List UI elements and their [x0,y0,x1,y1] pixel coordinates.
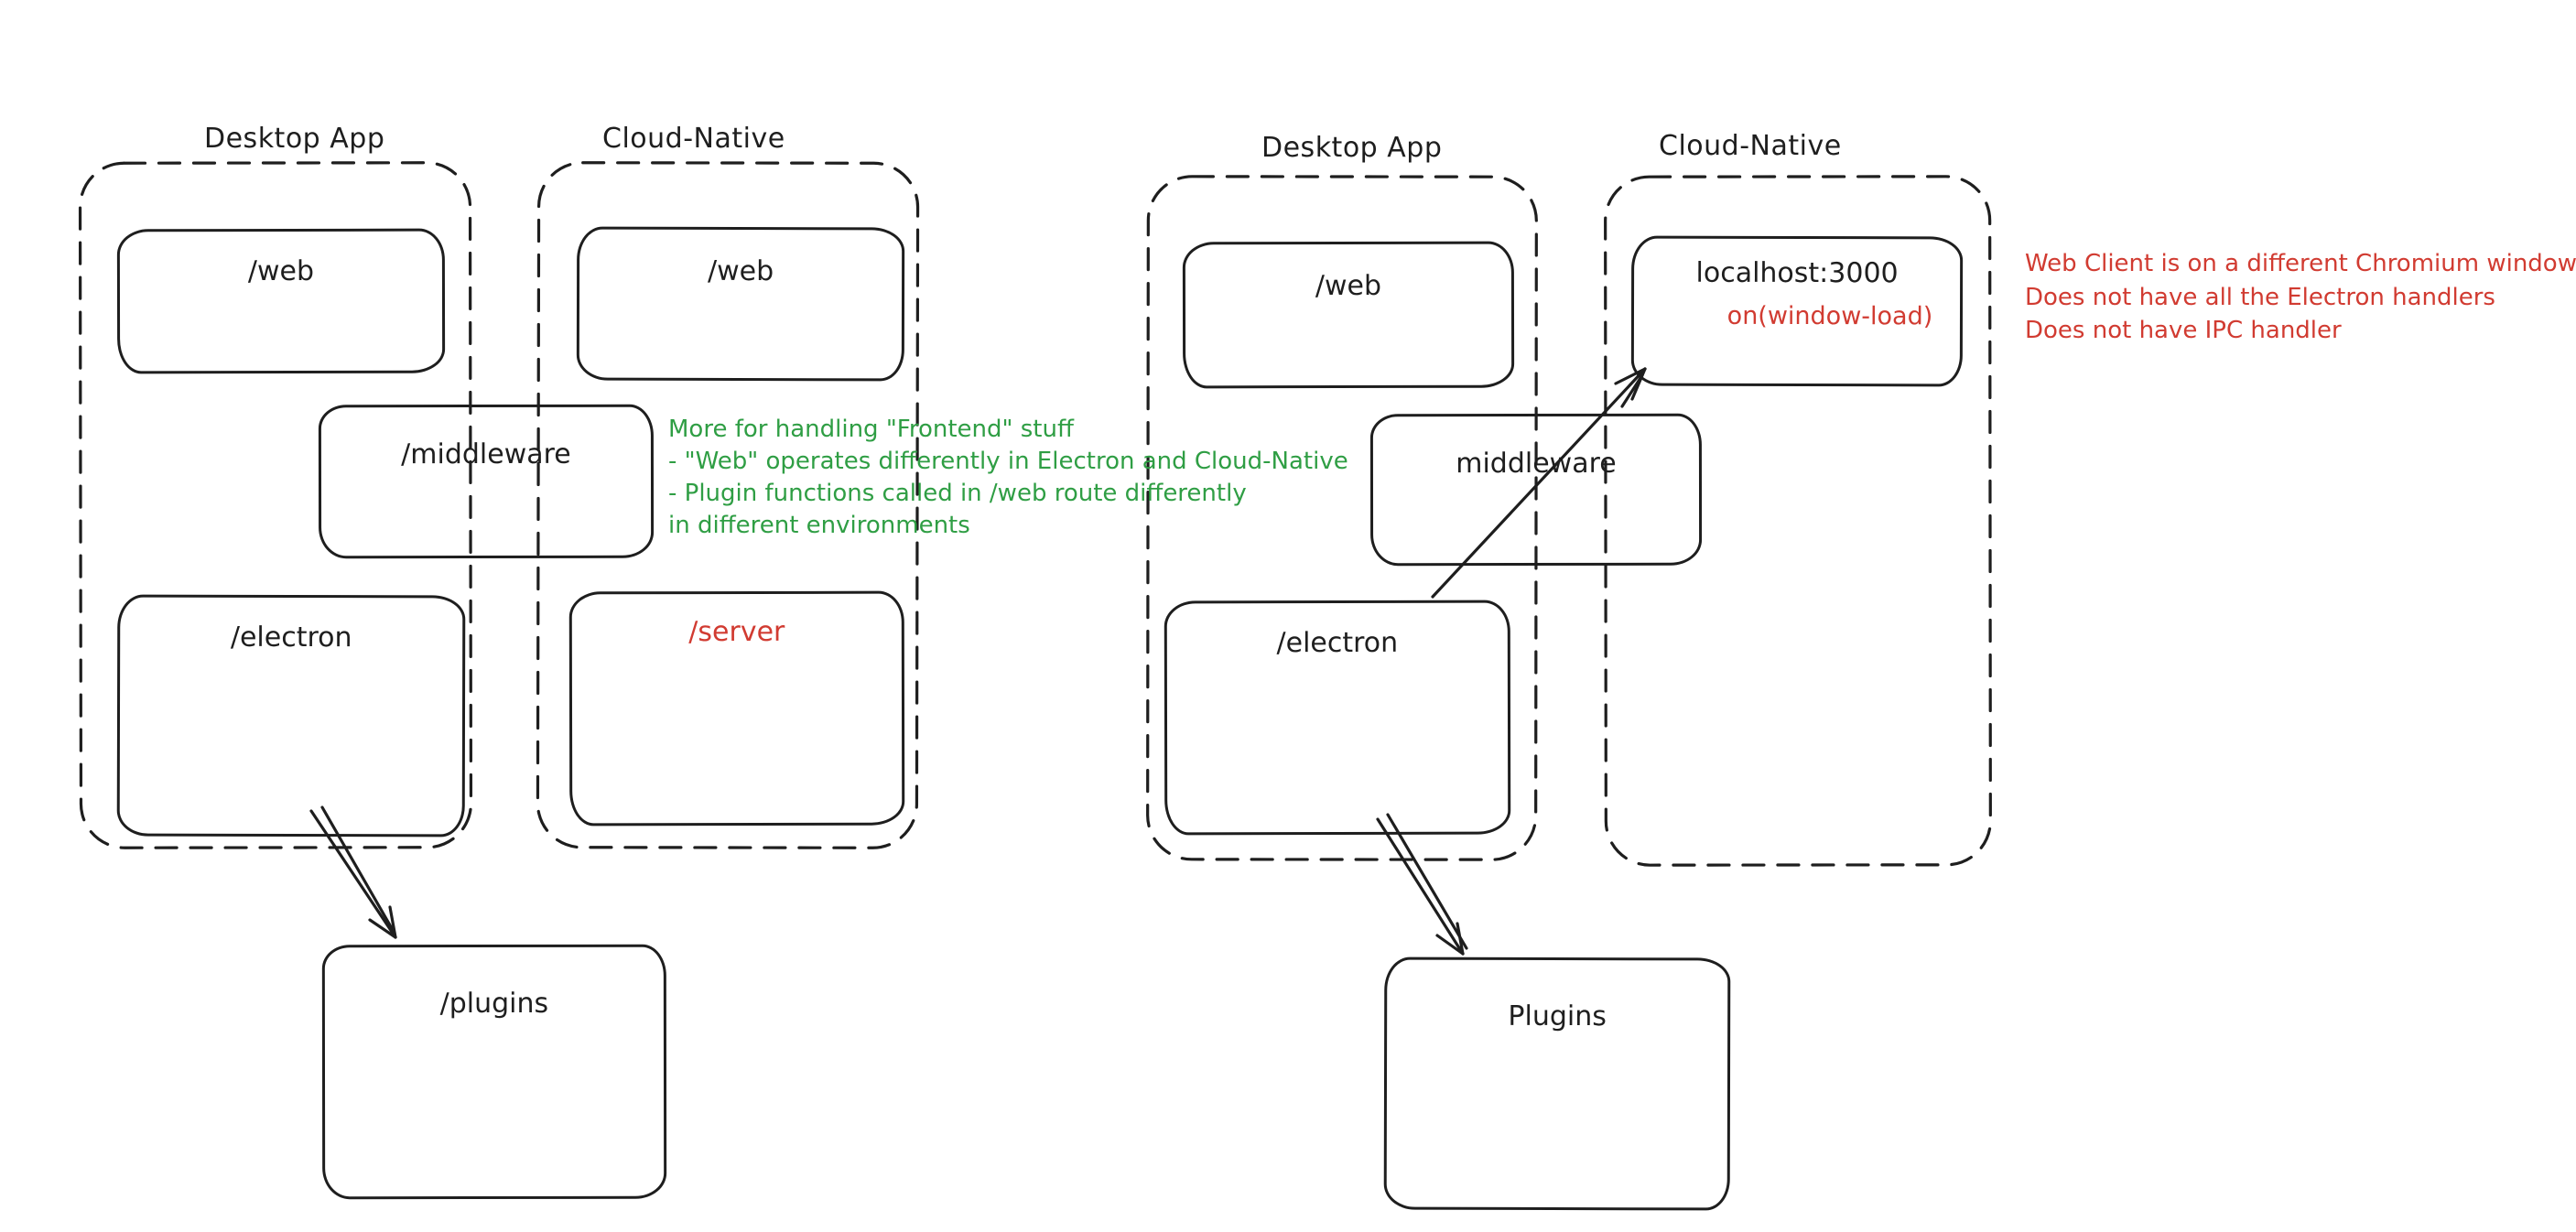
left-server-box: /server [568,590,905,827]
right-desktop-web-label: /web [1315,269,1382,303]
left-server-label: /server [688,615,785,649]
right-cloud-native-title: Cloud-Native [1659,130,1842,162]
right-plugins-label: Plugins [1508,1000,1607,1033]
right-plugins-box: Plugins [1383,956,1731,1211]
on-window-load-label: on(window-load) [1726,301,1933,331]
red-annotation: Web Client is on a different Chromium wi… [2025,247,2576,348]
left-cloud-web-label: /web [707,254,774,288]
right-middleware-label: middleware [1456,447,1617,481]
right-electron-box: /electron [1164,600,1511,836]
left-desktop-web-label: /web [247,254,315,288]
right-electron-label: /electron [1276,626,1399,660]
green-annotation-line: - Plugin functions called in /web route … [668,480,1247,507]
right-desktop-web-box: /web [1182,241,1515,389]
left-middleware-box: /middleware [318,404,655,559]
right-localhost-box: localhost:3000 on(window-load) [1630,235,1964,387]
left-desktop-web-box: /web [116,228,446,374]
right-desktop-app-title: Desktop App [1261,132,1443,164]
red-annotation-line: Web Client is on a different Chromium wi… [2025,250,2576,277]
red-annotation-line: Does not have IPC handler [2025,317,2342,344]
green-annotation: More for handling "Frontend" stuff - "We… [668,414,1348,542]
green-annotation-line: More for handling "Frontend" stuff [668,416,1074,443]
localhost-3000-label: localhost:3000 [1695,256,1899,290]
left-plugins-box: /plugins [321,944,667,1200]
left-plugins-label: /plugins [439,987,549,1021]
green-annotation-line: - "Web" operates differently in Electron… [668,448,1348,475]
right-middleware-box: middleware [1369,413,1703,567]
left-cloud-native-title: Cloud-Native [602,123,785,155]
left-desktop-app-title: Desktop App [204,123,385,155]
left-electron-box: /electron [116,594,466,838]
left-cloud-web-box: /web [576,226,905,382]
green-annotation-line: in different environments [668,512,970,539]
arrow-right-electron-to-plugins [1376,813,1468,956]
left-middleware-label: /middleware [401,438,571,471]
red-annotation-line: Does not have all the Electron handlers [2025,283,2495,311]
left-electron-label: /electron [230,621,352,654]
